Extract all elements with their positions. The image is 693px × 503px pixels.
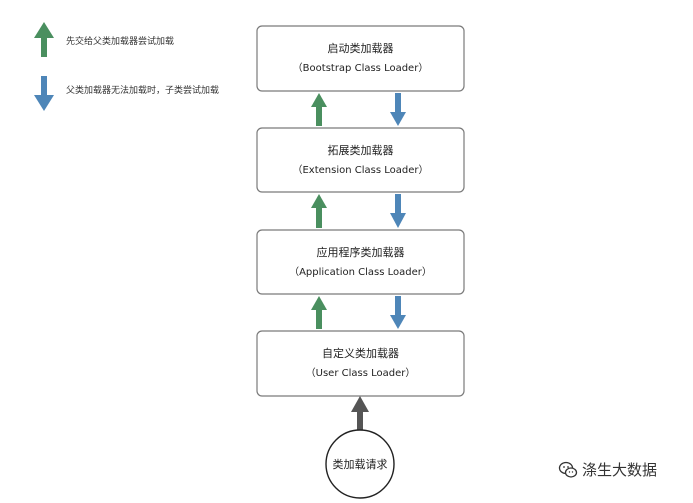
extension-loader-box: 拓展类加载器 （Extension Class Loader） (256, 127, 465, 193)
up-arrow-extension-to-bootstrap (311, 93, 327, 126)
legend-up: 先交给父类加载器尝试加载 (34, 22, 174, 57)
loader-name: 拓展类加载器 (328, 143, 394, 157)
user-loader-box: 自定义类加载器 （User Class Loader） (256, 330, 465, 397)
class-load-request-node: 类加载请求 (325, 429, 395, 499)
green-up-arrow-icon (34, 22, 54, 57)
watermark: 涤生大数据 (558, 459, 657, 480)
loader-name: 启动类加载器 (328, 41, 394, 55)
legend-delegate-label: 先交给父类加载器尝试加载 (66, 35, 174, 47)
loader-english-name: （Bootstrap Class Loader） (293, 62, 429, 74)
bootstrap-loader-box: 启动类加载器 （Bootstrap Class Loader） (256, 25, 465, 92)
up-arrow-application-to-extension (311, 194, 327, 228)
up-arrow-user-to-application (311, 296, 327, 329)
request-up-arrow (351, 396, 369, 430)
loader-english-name: （Extension Class Loader） (292, 164, 428, 176)
watermark-text: 涤生大数据 (582, 461, 658, 479)
blue-down-arrow-icon (34, 76, 54, 111)
loader-name: 应用程序类加载器 (317, 245, 405, 259)
down-arrow-bootstrap-to-extension (390, 93, 406, 126)
down-arrow-extension-to-application (390, 194, 406, 228)
application-loader-box: 应用程序类加载器 （Application Class Loader） (256, 229, 465, 295)
loader-english-name: （Application Class Loader） (289, 266, 432, 278)
wechat-icon (558, 461, 578, 478)
loader-name: 自定义类加载器 (322, 346, 399, 360)
legend-fallback-label: 父类加载器无法加载时，子类尝试加载 (66, 84, 219, 96)
down-arrow-application-to-user (390, 296, 406, 329)
loader-english-name: （User Class Loader） (306, 367, 416, 379)
request-label: 类加载请求 (333, 457, 388, 471)
legend-down: 父类加载器无法加载时，子类尝试加载 (34, 76, 219, 111)
